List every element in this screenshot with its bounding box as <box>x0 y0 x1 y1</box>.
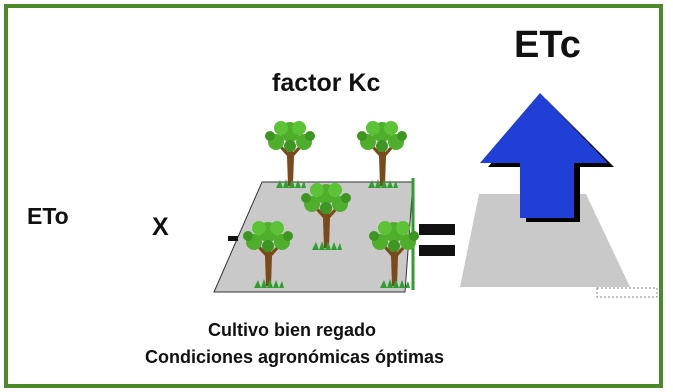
eto-label: ETo <box>27 203 69 229</box>
factor-kc-label: factor Kc <box>272 69 381 97</box>
caption-line-2: Condiciones agronómicas óptimas <box>145 347 445 367</box>
multiply-sign: X <box>152 213 169 241</box>
equals-sign <box>419 224 455 256</box>
caption-line-1: Cultivo bien regado <box>208 320 377 340</box>
up-arrow-icon <box>480 93 614 222</box>
etc-base-trapezoid <box>460 194 630 287</box>
small-dotted-box <box>596 287 658 298</box>
tree-icon <box>265 121 315 188</box>
tree-icon <box>357 121 407 188</box>
diagram-frame <box>4 4 663 388</box>
dash-mark <box>228 236 238 241</box>
etc-label: ETc <box>514 24 581 66</box>
field-trapezoid <box>213 181 414 293</box>
